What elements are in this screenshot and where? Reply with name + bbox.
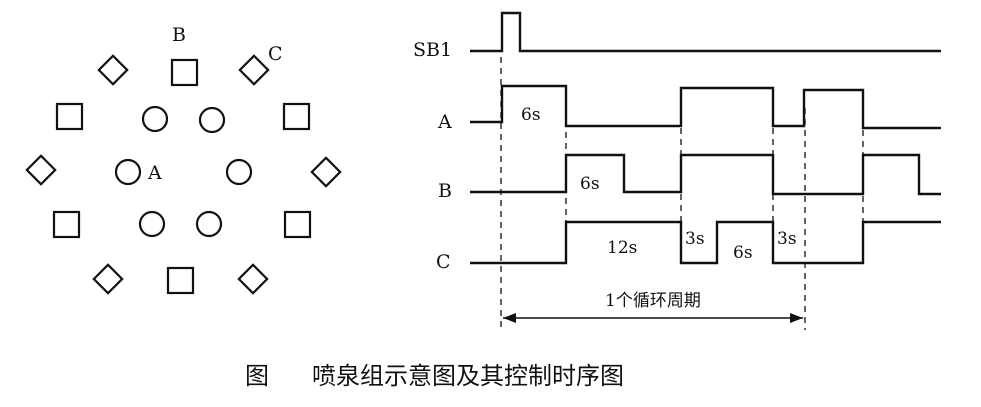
square-nozzle [52,210,81,239]
cycle-arrow [503,313,803,323]
square-nozzle [282,102,311,131]
diamond-nozzle [92,263,124,295]
waveform-a [470,84,941,130]
duration-b-first-on: 6s [580,174,600,194]
signal-label-c: C [436,251,451,273]
diamond-nozzle [237,263,269,295]
square-nozzle [55,102,84,131]
timing-diagram: SB1 A B C 6s 6s 12s 3s 6s 3s 1个循环周期 [413,11,941,330]
circle-nozzle [138,210,166,238]
circle-nozzle [225,158,253,186]
duration-c-off-second: 3s [777,229,797,249]
duration-a-first-on: 6s [521,105,541,125]
diamond-nozzle [310,156,342,188]
square-nozzle [166,266,195,295]
label-group-a: A [147,162,162,184]
signal-label-a: A [437,111,452,133]
signal-label-b: B [438,180,452,202]
duration-c-on-mid: 6s [733,243,753,263]
circle-nozzle [198,106,226,134]
square-nozzle [283,210,312,239]
fountain-layout: B C A [25,24,342,295]
diamond-nozzle [238,54,270,86]
cycle-label: 1个循环周期 [605,291,701,311]
signal-label-sb1: SB1 [413,39,452,61]
circle-nozzle [141,105,169,133]
caption-title: 喷泉组示意图及其控制时序图 [312,362,624,390]
label-group-b: B [172,24,186,46]
diamond-nozzle [25,154,57,186]
waveform-b [470,153,941,196]
waveform-sb1 [470,11,941,53]
diamond-nozzle [97,54,129,86]
label-group-c: C [268,43,283,65]
caption-prefix: 图 [245,362,269,390]
duration-c-off-first: 3s [685,229,705,249]
duration-c-on: 12s [607,238,637,258]
circle-nozzle [114,158,142,186]
circle-nozzle [195,210,223,238]
square-nozzle [170,58,199,87]
waveform-c [470,220,941,265]
